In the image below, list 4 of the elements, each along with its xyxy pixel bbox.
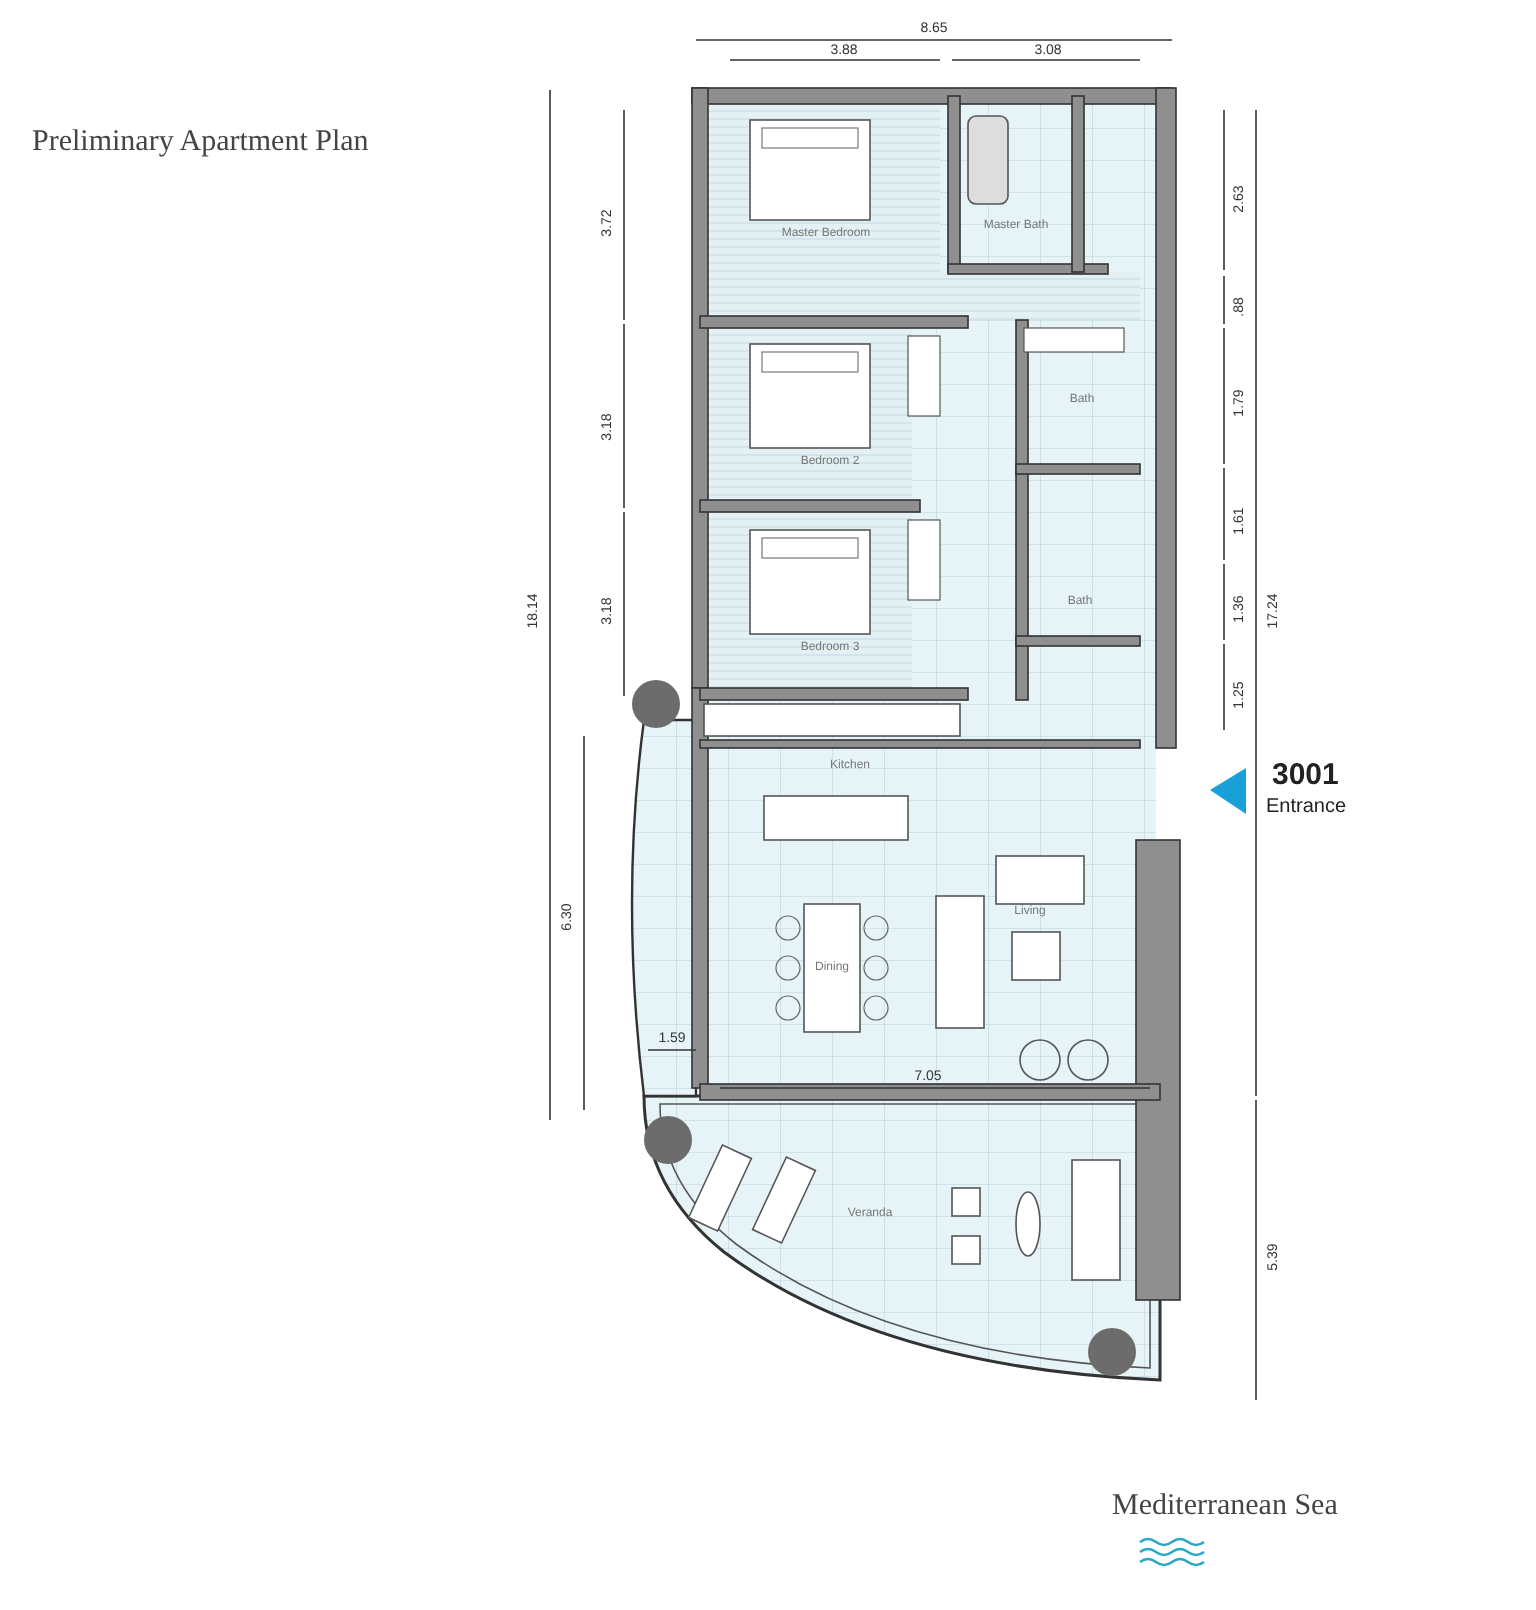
sea-label: Mediterranean Sea bbox=[1112, 1492, 1338, 1522]
entrance-label: Entrance bbox=[1266, 798, 1347, 818]
unit-number: 3001 bbox=[1272, 760, 1339, 790]
plan-title: Preliminary Apartment Plan bbox=[32, 128, 369, 158]
